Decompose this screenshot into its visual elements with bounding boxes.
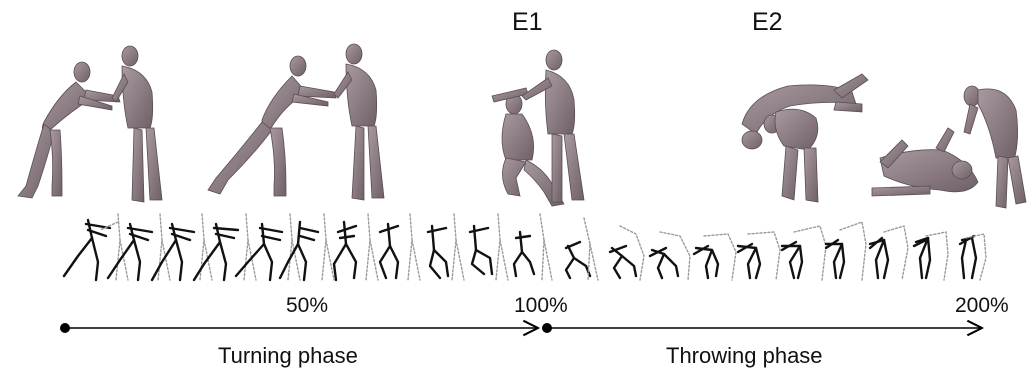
skeleton-frame: [99, 213, 129, 281]
pose-render-4: [741, 73, 869, 203]
skeleton-frame: [883, 225, 909, 281]
skeleton-frame: [287, 213, 301, 281]
timeline: [60, 323, 982, 333]
skeleton-frame: [539, 213, 553, 281]
skeleton-frame: [192, 222, 240, 282]
skeleton-frame: [426, 224, 450, 280]
skeleton-frame: [332, 220, 358, 282]
skeleton-frame: [150, 222, 196, 282]
skeleton-frame: [839, 221, 867, 281]
pose-render-1: [17, 45, 163, 203]
percent-label-200: 200%: [955, 294, 1009, 317]
skeleton-frame: [619, 225, 645, 281]
skeleton-frame: [378, 222, 400, 280]
skeleton-frame: [199, 213, 213, 281]
skeleton-frame: [468, 224, 494, 276]
skeleton-frame: [736, 242, 762, 280]
skeleton-frame: [793, 225, 827, 281]
skeleton-frame: [868, 236, 890, 280]
skeleton-frame: [925, 231, 949, 281]
pose-render-3: [491, 49, 585, 207]
skeleton-frame: [365, 213, 379, 281]
percent-label-100: 100%: [514, 294, 568, 317]
skeleton-frame: [321, 213, 335, 281]
skeleton-frame: [648, 246, 680, 280]
skeleton-frame: [234, 222, 284, 282]
skeleton-frame: [157, 213, 171, 281]
skeleton-frame: [692, 244, 720, 280]
pose-render-5: [871, 85, 1027, 209]
skeleton-frame: [278, 220, 320, 282]
event-label-e2: E2: [752, 8, 783, 36]
skeleton-frame: [780, 240, 804, 280]
event-label-e1: E1: [512, 8, 543, 36]
skeleton-frame: [747, 231, 781, 281]
skeleton-sequence: [62, 213, 987, 282]
skeleton-frame: [912, 236, 932, 280]
skeleton-frame: [958, 234, 978, 280]
phase-label-turning: Turning phase: [218, 343, 358, 368]
skeleton-frame: [659, 231, 691, 281]
pose-render-2: [207, 43, 385, 201]
skeleton-frame: [407, 213, 421, 281]
skeleton-frame: [451, 213, 465, 281]
percent-label-50: 50%: [286, 294, 329, 317]
skeleton-frame: [243, 213, 257, 281]
skeleton-frame: [703, 233, 737, 281]
skeleton-frame: [512, 230, 536, 278]
skeleton-frame: [608, 244, 638, 280]
skeleton-frame: [824, 238, 846, 280]
skeleton-frame: [106, 222, 154, 282]
phase-label-throwing: Throwing phase: [666, 343, 823, 368]
skeleton-frame: [495, 213, 509, 281]
skeleton-frame: [564, 240, 592, 280]
skeleton-frame: [583, 217, 599, 281]
skeleton-frame: [965, 233, 987, 281]
